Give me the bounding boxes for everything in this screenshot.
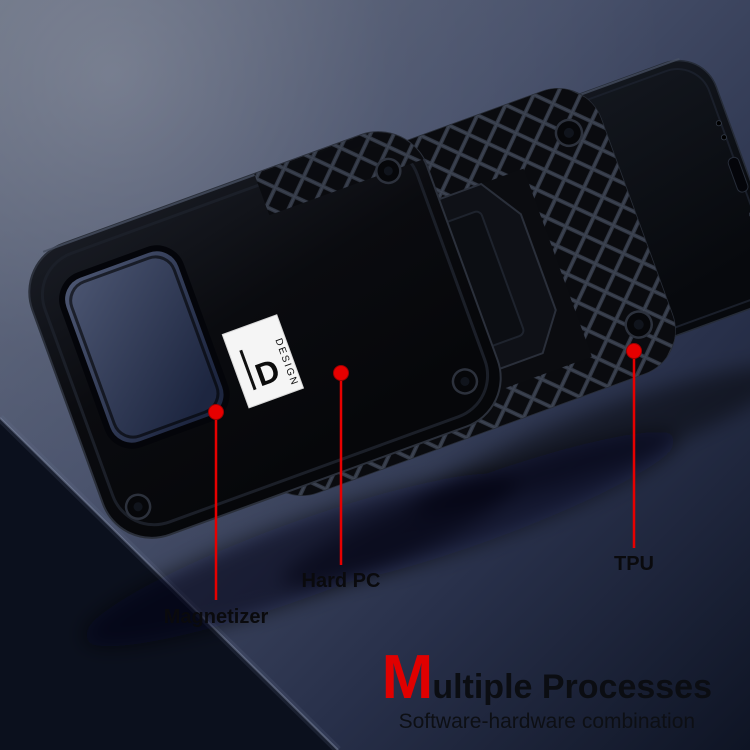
cover-corner-rivets <box>124 157 479 521</box>
callout-label-tpu: TPU <box>614 553 654 575</box>
front-cover-layer: D DESIGN <box>28 117 502 539</box>
headline-text: ultiple Processes <box>432 668 712 706</box>
phone-port-detail <box>715 120 750 218</box>
hard-pc-marker-dot <box>333 365 349 381</box>
tpu-marker-dot <box>626 343 642 359</box>
brand-sticker: D DESIGN <box>221 314 305 409</box>
headline-initial: M <box>381 643 434 712</box>
callout-markers <box>208 343 642 600</box>
callout-label-hard-pc: Hard PC <box>301 570 381 592</box>
callout-label-magnetizer: Magnetizer <box>163 606 269 628</box>
headline-subtitle: Software-hardware combination <box>398 710 696 733</box>
cover-grip-texture <box>254 117 425 216</box>
magnetizer-marker-dot <box>208 404 224 420</box>
logo-bar <box>239 349 257 391</box>
case-shadows <box>83 366 750 647</box>
